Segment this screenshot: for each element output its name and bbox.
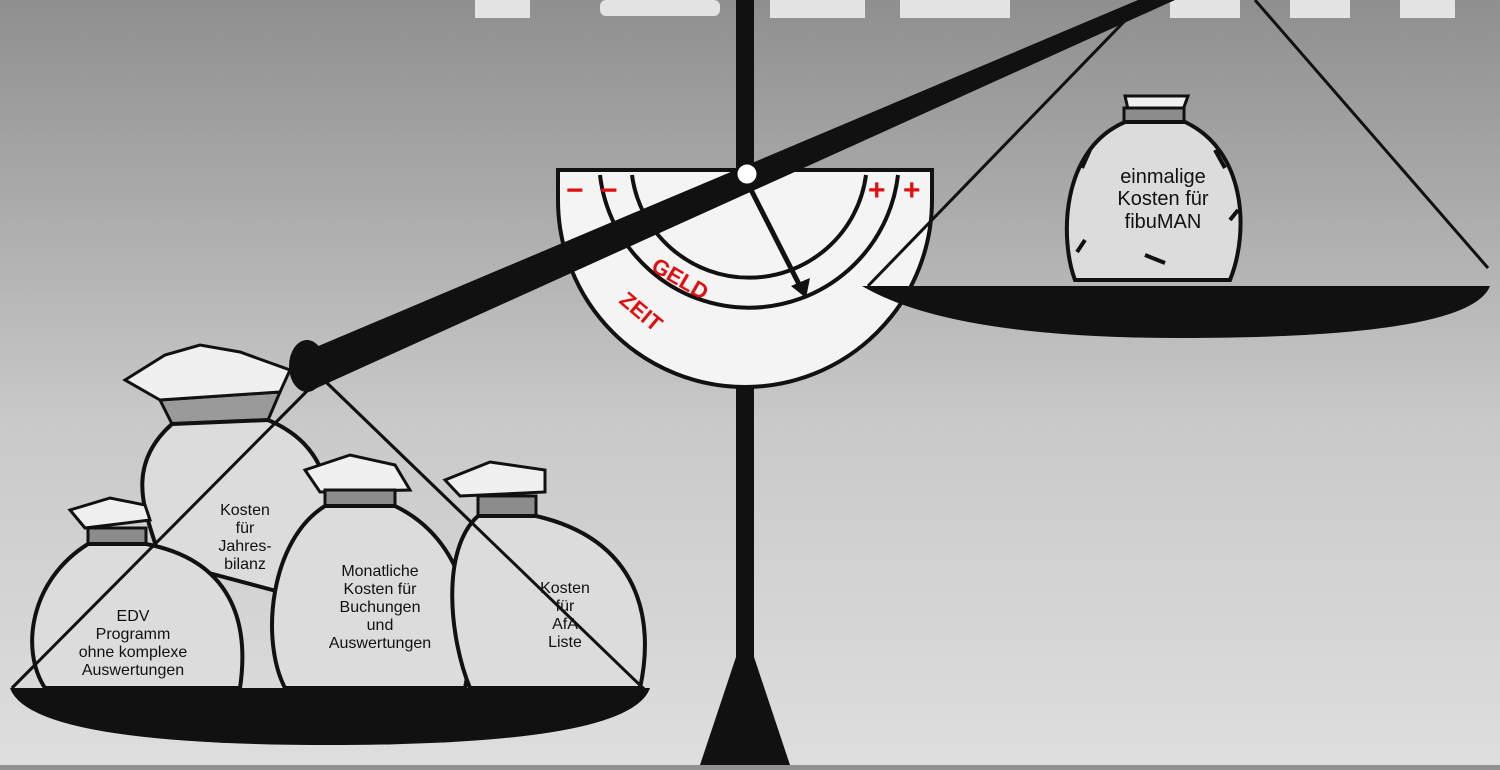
dial-plus-inner: + [868, 174, 886, 207]
dial-minus-outer: − [566, 174, 584, 207]
cropped-title-letters [475, 0, 1455, 18]
right-bag-label: einmalige Kosten für fibuMAN [1088, 166, 1238, 233]
left-bag-afa-label: Kosten für AfA Liste [520, 580, 610, 652]
left-bag-jahresbilanz-label: Kosten für Jahres- bilanz [205, 502, 285, 574]
dial-minus-inner: − [600, 174, 618, 207]
dial-plus-outer: + [903, 174, 921, 207]
left-bag-monatliche-label: Monatliche Kosten für Buchungen und Ausw… [305, 563, 455, 653]
left-bag-edv-label: EDV Programm ohne komplexe Auswertungen [58, 608, 208, 680]
